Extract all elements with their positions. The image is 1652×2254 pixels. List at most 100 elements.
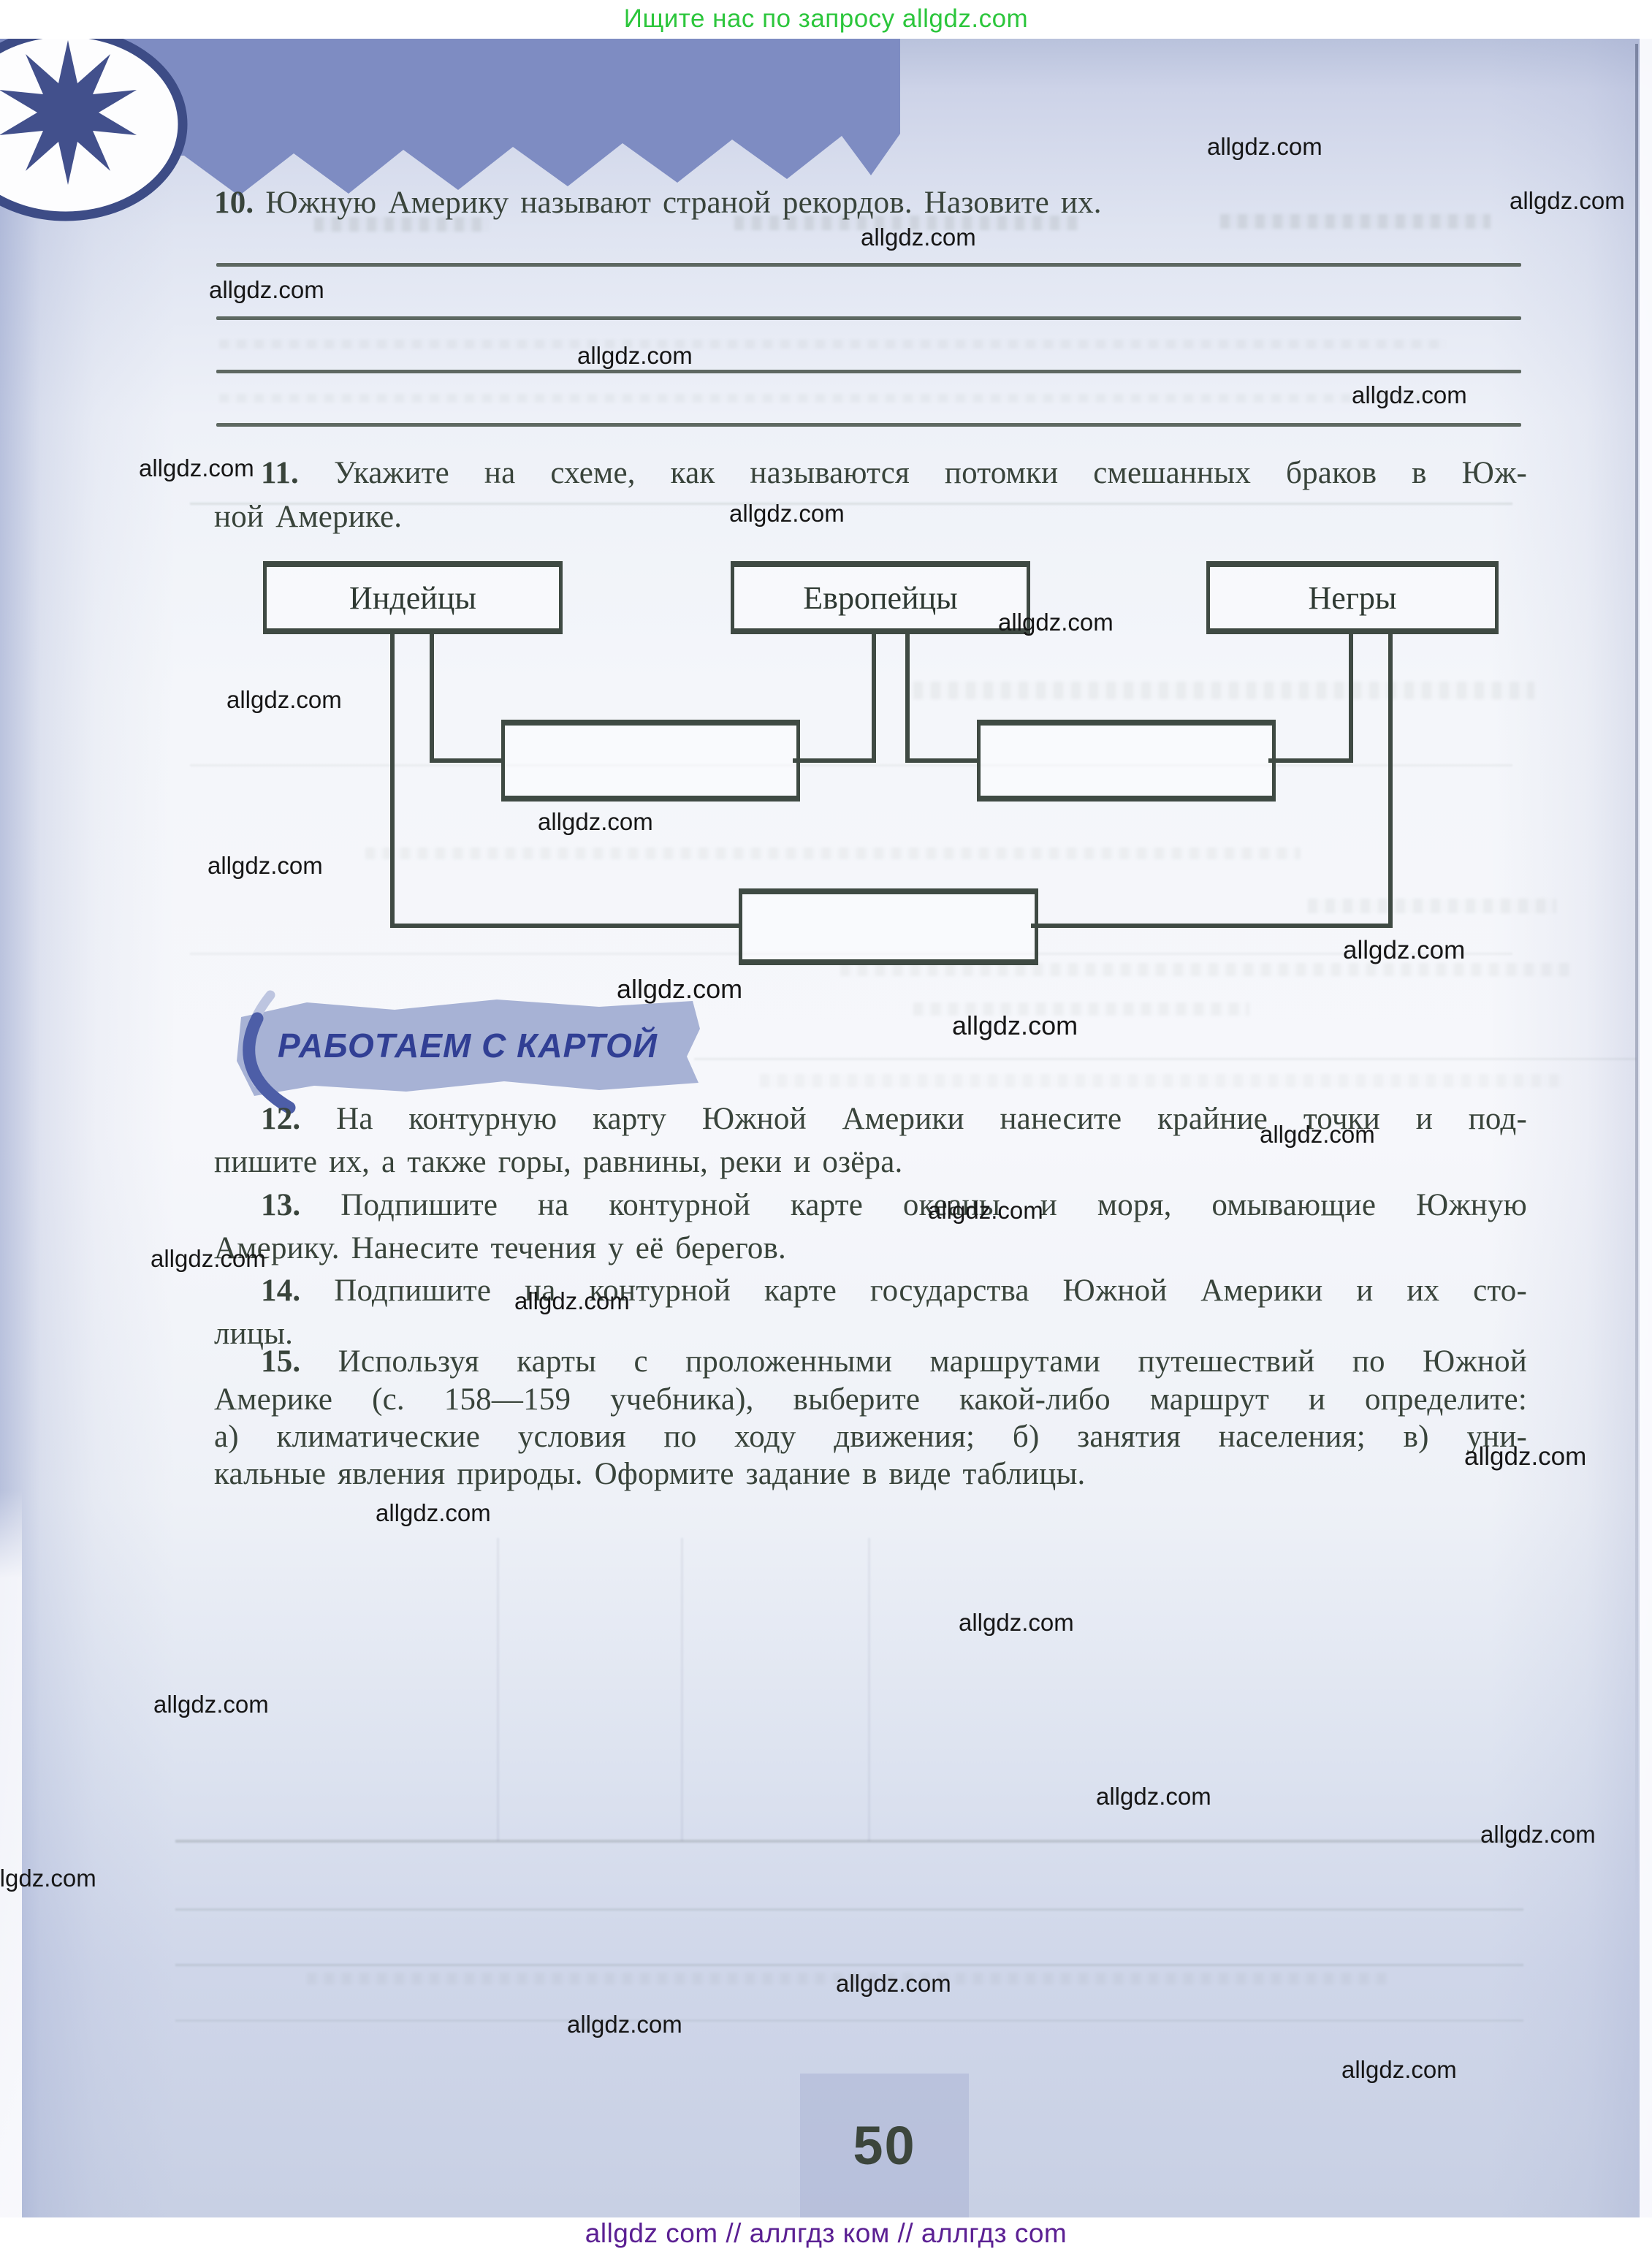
- ghost-showthrough: [307, 1973, 1388, 1984]
- connector-line: [905, 758, 981, 763]
- ghost-showthrough: [913, 1002, 1249, 1016]
- connector-line: [905, 633, 910, 763]
- ghost-showthrough: [1220, 214, 1491, 229]
- watermark: allgdz.com: [567, 2011, 682, 2038]
- watermark: allgdz.com: [1260, 1121, 1375, 1148]
- connector-line: [1268, 758, 1353, 763]
- watermark: allgdz.com: [959, 1609, 1074, 1636]
- task-15-line-4: кальные явления природы. Оформите задани…: [214, 1457, 1086, 1491]
- task-15-line-1: Используя карты с проложенными маршрутам…: [338, 1344, 1527, 1379]
- task-14-number: 14.: [261, 1273, 301, 1308]
- watermark: allgdz.com: [1480, 1821, 1596, 1848]
- watermark: allgdz.com: [538, 808, 653, 835]
- answer-line-4: [216, 423, 1521, 427]
- diagram-box-indians-label: Индейцы: [349, 579, 476, 616]
- watermark: allgdz.com: [376, 1499, 491, 1526]
- page-photo-background: [0, 39, 1652, 2217]
- ghost-showthrough: [681, 1538, 683, 1841]
- page-number: 50: [853, 2115, 916, 2176]
- diagram-box-europeans-label: Европейцы: [803, 579, 958, 616]
- task-11-text: 11. Укажите на схеме, как называются пот…: [214, 454, 1527, 492]
- header-zigzag-band: [0, 39, 900, 196]
- map-section-ribbon: [237, 990, 700, 1114]
- ghost-showthrough: [190, 503, 1512, 505]
- ghost-showthrough: [219, 340, 1447, 349]
- watermark: allgdz.com: [952, 1010, 1078, 1040]
- task-15-number: 15.: [261, 1344, 301, 1379]
- section-banner-label: РАБОТАЕМ С КАРТОЙ: [278, 1027, 658, 1065]
- watermark: allgdz.com: [209, 276, 324, 303]
- star-emblem: [0, 39, 188, 221]
- ribbon-swoosh-dark: [243, 1012, 296, 1114]
- task-12-number: 12.: [261, 1102, 301, 1136]
- connector-line: [390, 633, 395, 928]
- diagram-empty-box-right: [977, 720, 1276, 802]
- watermark: allgdz.com: [1096, 1783, 1211, 1810]
- page-edge-shadow: [1635, 44, 1638, 1914]
- ghost-showthrough: [913, 682, 1534, 699]
- answer-line-3: [216, 370, 1521, 373]
- watermark: allgdz.com: [1464, 1442, 1587, 1471]
- task-15-line-2: Америке (с. 158—159 учебника), выберите …: [214, 1382, 1527, 1417]
- connector-line: [430, 758, 505, 763]
- task-11-number: 11.: [261, 456, 299, 490]
- task-12-line-2: пишите их, а также горы, равнины, реки и…: [214, 1145, 903, 1179]
- watermark: allgdz.com: [1352, 381, 1467, 408]
- task-12-line-1: На контурную карту Южной Америки нанесит…: [336, 1102, 1527, 1136]
- task-14-text: 14. Подпишите на контурной карте государ…: [214, 1272, 1527, 1310]
- diagram-box-europeans: Европейцы: [731, 561, 1030, 634]
- connector-line: [390, 924, 742, 928]
- ghost-showthrough: [734, 216, 1078, 230]
- ghost-showthrough: [694, 1058, 1637, 1060]
- diagram-box-negroes-label: Негры: [1308, 579, 1397, 616]
- ghost-showthrough: [314, 217, 490, 232]
- watermark: allgdz.com: [998, 609, 1114, 636]
- task-13-line-2: Америку. Нанесите течения у её берегов.: [214, 1231, 787, 1265]
- promo-header-text: Ищите нас по запросу allgdz.com: [623, 4, 1029, 33]
- task-10-text: 10. Южную Америку называют страной рекор…: [214, 184, 1527, 222]
- task-13-line-1: Подпишите на контурной карте океаны и мо…: [340, 1188, 1528, 1222]
- watermark: allgdz.com: [153, 1691, 269, 1718]
- connector-line: [793, 758, 876, 763]
- watermark: allgdz.com: [1343, 936, 1466, 964]
- promo-footer-text: allgdz com // аллгдз ком // аллгдз com: [585, 2218, 1067, 2248]
- answer-line-1: [216, 263, 1521, 267]
- ghost-showthrough: [175, 1964, 1523, 1966]
- ghost-showthrough: [175, 1840, 1534, 1843]
- ghost-showthrough: [840, 963, 1571, 976]
- task-13-number: 13.: [261, 1188, 301, 1222]
- watermark: allgdz.com: [577, 342, 693, 369]
- page-number-badge: 50: [800, 2074, 969, 2217]
- task-11-line-2: ной Америке.: [214, 500, 403, 534]
- watermark: allgdz.com: [227, 686, 342, 713]
- watermark: allgdz.com: [617, 974, 743, 1004]
- watermark: allgdz.com: [1207, 133, 1322, 160]
- ghost-showthrough: [190, 764, 1512, 766]
- task-12-text: 12. На контурную карту Южной Америки нан…: [214, 1100, 1527, 1138]
- ghost-showthrough: [1308, 899, 1556, 913]
- task-14-line-1: Подпишите на контурной карте государства…: [334, 1273, 1527, 1308]
- watermark: allgdz.com: [1341, 2056, 1457, 2083]
- connector-line: [1349, 633, 1353, 763]
- task-10-number: 10.: [214, 186, 254, 220]
- answer-line-2: [216, 316, 1521, 320]
- task-15-line-3: а) климатические условия по ходу движени…: [214, 1420, 1527, 1454]
- ten-point-star-icon: [0, 40, 137, 185]
- page-left-margin: [0, 1490, 22, 2217]
- connector-line: [1388, 633, 1393, 928]
- watermark: allgdz.com: [1510, 187, 1625, 214]
- task-14-line-2: лицы.: [214, 1317, 294, 1351]
- ghost-showthrough: [760, 1074, 1564, 1087]
- task-15-text: 15. Используя карты с проложенными маршр…: [214, 1343, 1527, 1381]
- connector-line: [430, 633, 434, 763]
- watermark: allgdz.com: [208, 852, 323, 879]
- ghost-showthrough: [219, 394, 1447, 403]
- diagram-box-indians: Индейцы: [263, 561, 563, 634]
- ghost-showthrough: [175, 1908, 1523, 1911]
- connector-line: [1031, 924, 1393, 928]
- task-10-line-1: Южную Америку называют страной рекордов.…: [265, 186, 1102, 220]
- ghost-showthrough: [868, 1538, 870, 1841]
- ghost-showthrough: [175, 2019, 1523, 2022]
- page-edge-margin: [1640, 39, 1652, 2217]
